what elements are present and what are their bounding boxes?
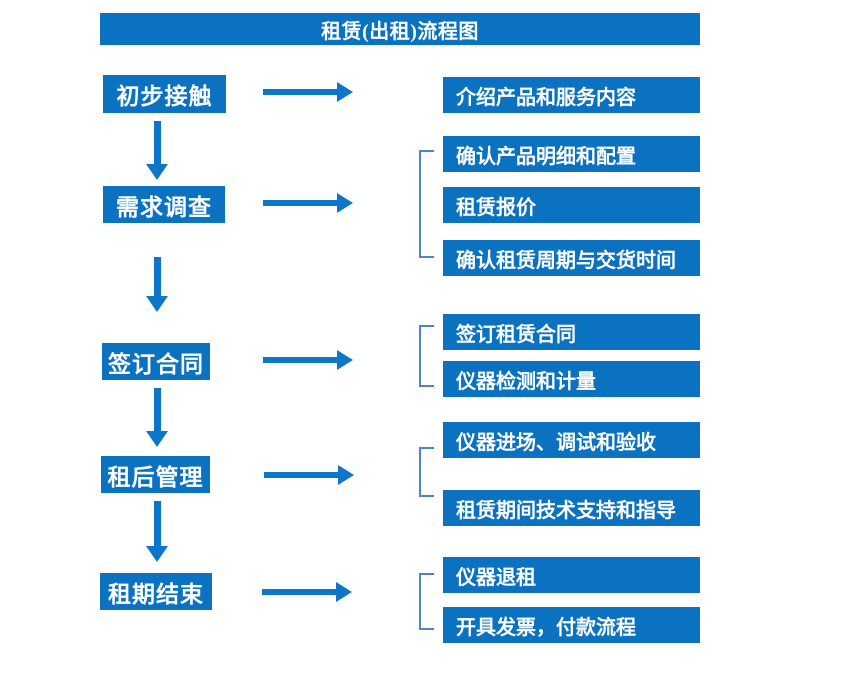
arrow-head (338, 465, 354, 485)
step-label: 租期结束 (108, 581, 204, 607)
bracket-icon (419, 573, 434, 630)
detail-box-confirm-period-delivery: 确认租赁周期与交货时间 (443, 240, 700, 276)
arrow-shaft (154, 501, 161, 548)
bracket-icon (419, 447, 434, 497)
arrow-right-icon (263, 350, 353, 370)
step-box-initial-contact: 初步接触 (103, 75, 226, 113)
detail-label: 介绍产品和服务内容 (456, 86, 636, 109)
detail-box-sign-rental-contract: 签订租赁合同 (443, 314, 700, 350)
arrow-head (336, 582, 352, 602)
arrow-shaft (264, 472, 340, 478)
arrow-right-icon (262, 582, 352, 602)
arrow-shaft (154, 257, 161, 298)
detail-box-instrument-testing: 仪器检测和计量 (443, 361, 700, 397)
arrow-right-icon (263, 82, 353, 102)
arrow-head (337, 193, 353, 213)
flow-title-bar: 租赁(出租)流程图 (100, 13, 700, 45)
arrow-head (337, 82, 353, 102)
arrow-right-icon (264, 465, 354, 485)
arrow-head (146, 164, 168, 180)
step-label: 需求调查 (116, 194, 212, 220)
arrow-shaft (263, 89, 339, 95)
detail-box-introduce-products: 介绍产品和服务内容 (443, 77, 700, 113)
step-label: 签订合同 (108, 351, 204, 377)
arrow-head (146, 431, 168, 447)
bracket-icon (419, 325, 434, 387)
flow-title: 租赁(出租)流程图 (321, 20, 479, 43)
detail-box-invoice-payment: 开具发票，付款流程 (443, 607, 700, 643)
detail-box-instrument-entry-acceptance: 仪器进场、调试和验收 (443, 422, 700, 458)
arrow-shaft (263, 357, 339, 363)
detail-label: 确认租赁周期与交货时间 (456, 249, 676, 272)
step-box-demand-survey: 需求调查 (103, 186, 225, 223)
arrow-head (146, 296, 168, 312)
detail-label: 开具发票，付款流程 (456, 616, 636, 639)
detail-label: 仪器检测和计量 (456, 370, 596, 393)
step-box-rental-end: 租期结束 (100, 573, 212, 610)
detail-box-confirm-product-config: 确认产品明细和配置 (443, 136, 700, 172)
arrow-shaft (154, 121, 161, 166)
arrow-right-icon (263, 193, 353, 213)
arrow-shaft (263, 200, 339, 206)
arrow-down-icon (146, 501, 168, 562)
detail-box-instrument-return: 仪器退租 (443, 557, 700, 593)
bracket-icon (419, 150, 434, 258)
step-box-sign-contract: 签订合同 (102, 343, 210, 380)
arrow-head (337, 350, 353, 370)
arrow-shaft (262, 589, 338, 595)
detail-box-rental-quote: 租赁报价 (443, 187, 700, 223)
detail-label: 租赁期间技术支持和指导 (456, 499, 676, 522)
detail-label: 租赁报价 (456, 196, 536, 219)
step-label: 租后管理 (107, 464, 204, 490)
arrow-down-icon (146, 121, 168, 180)
detail-label: 仪器进场、调试和验收 (456, 431, 656, 454)
arrow-down-icon (146, 257, 168, 312)
arrow-shaft (154, 388, 161, 433)
detail-box-tech-support: 租赁期间技术支持和指导 (443, 490, 700, 526)
arrow-down-icon (146, 388, 168, 447)
detail-label: 签订租赁合同 (456, 323, 576, 346)
detail-label: 确认产品明细和配置 (456, 145, 636, 168)
step-label: 初步接触 (116, 84, 213, 109)
detail-label: 仪器退租 (456, 566, 536, 589)
arrow-head (146, 546, 168, 562)
step-box-post-rental-management: 租后管理 (101, 456, 210, 493)
